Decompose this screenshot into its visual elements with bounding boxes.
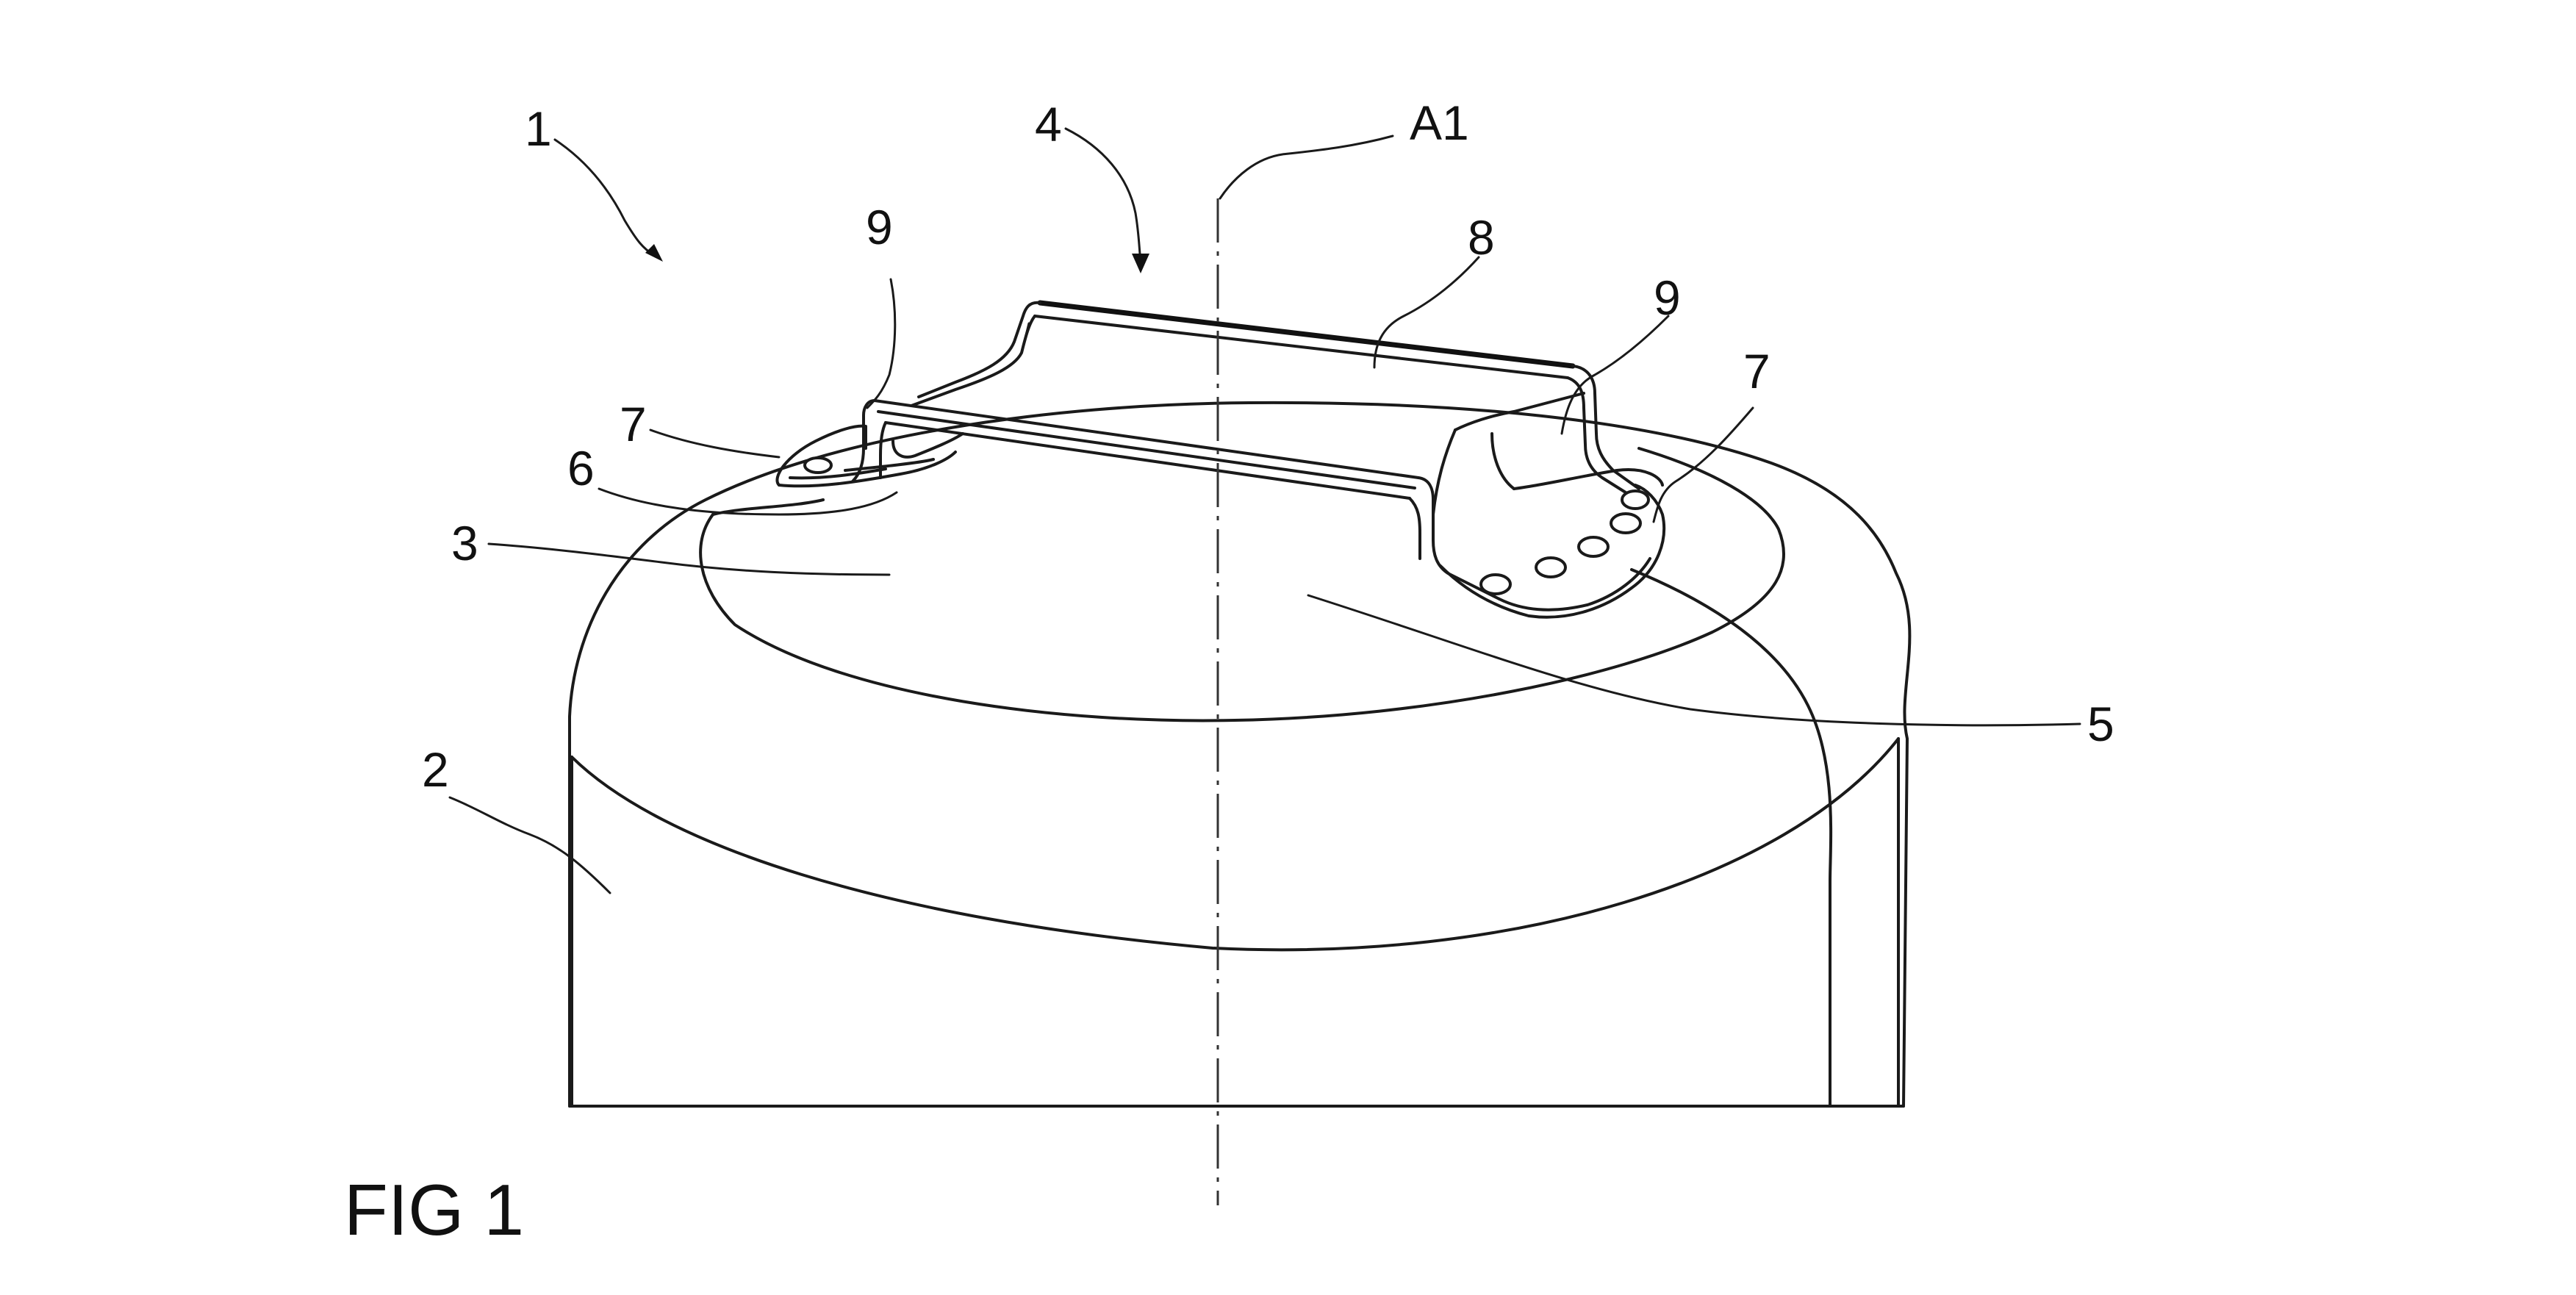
handle [851, 300, 1640, 600]
arrowhead-4 [1132, 254, 1149, 273]
figure-caption: FIG 1 [344, 1169, 524, 1250]
label-A1: A1 [1410, 96, 1469, 150]
label-6: 6 [567, 441, 595, 495]
foot-right-hole-1 [1479, 573, 1512, 595]
label-1: 1 [525, 101, 552, 156]
label-8: 8 [1468, 210, 1495, 265]
label-3: 3 [451, 516, 478, 570]
foot-right-hole-4 [1610, 512, 1642, 534]
label-9-right: 9 [1654, 270, 1681, 325]
label-2: 2 [422, 742, 449, 797]
label-4: 4 [1035, 97, 1062, 151]
label-9-left: 9 [866, 200, 893, 254]
leader-lines [448, 127, 2081, 894]
foot-right-hole-2 [1535, 556, 1567, 578]
foot-right-hole-3 [1577, 536, 1610, 558]
foot-right-hole-5 [1621, 489, 1650, 510]
foot-right [1432, 392, 1666, 619]
body-outline [568, 401, 1912, 1108]
foot-left-hole [803, 456, 833, 474]
label-7-right: 7 [1743, 344, 1770, 398]
foot-left [775, 424, 957, 488]
label-7-left: 7 [620, 397, 647, 451]
label-5: 5 [2087, 697, 2114, 751]
arrowhead-1 [645, 244, 663, 262]
labels: 1 4 A1 9 8 9 7 7 6 3 2 5 FIG 1 [344, 96, 2114, 1250]
